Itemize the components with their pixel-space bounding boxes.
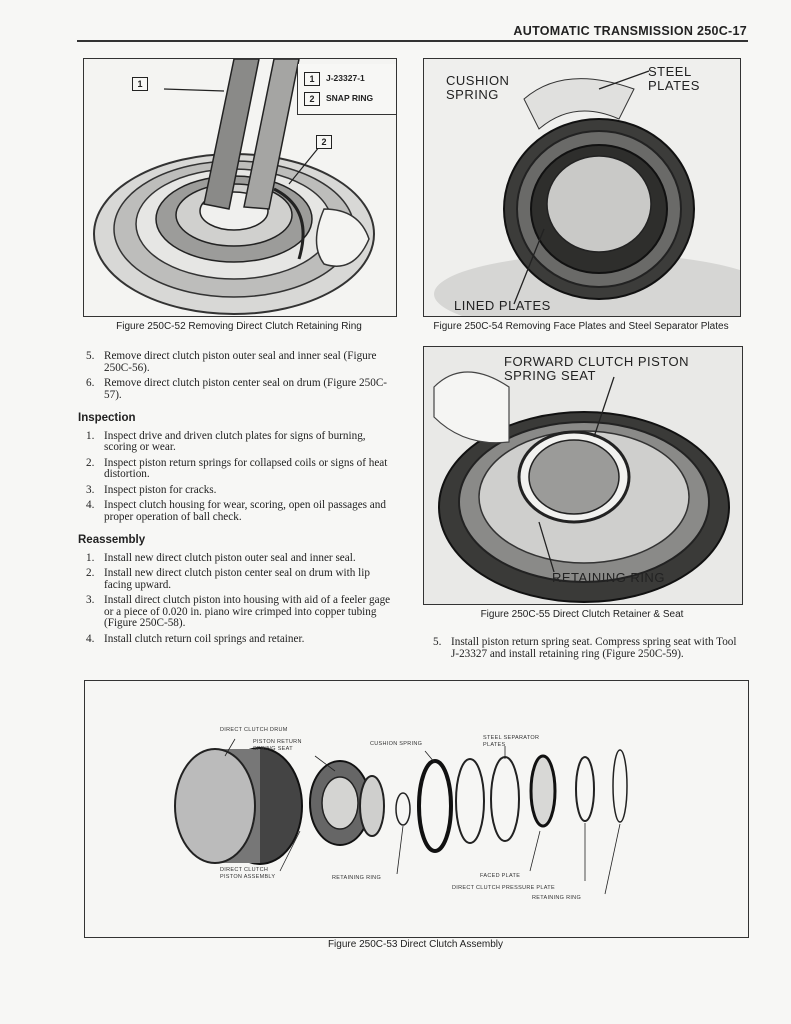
list-item: 5.Install piston return spring seat. Com…: [433, 636, 737, 660]
reassembly-heading: Reassembly: [78, 534, 146, 546]
spring-seat-illustration: [424, 347, 742, 604]
right-column-text: 5.Install piston return spring seat. Com…: [425, 636, 747, 664]
inspection-heading: Inspection: [78, 412, 136, 424]
figure-55-caption: Figure 250C-55 Direct Clutch Retainer & …: [480, 609, 684, 620]
faced-plate-label: FACED PLATE: [480, 873, 521, 879]
cushion-spring-label: CUSHION SPRING: [446, 73, 510, 102]
reassembly-list: 1.Install new direct clutch piston outer…: [78, 551, 396, 646]
list-item: 4.Inspect clutch housing for wear, scori…: [86, 499, 386, 523]
drum-label: DIRECT CLUTCH DRUM: [220, 727, 288, 733]
piston-assembly-label: DIRECT CLUTCH PISTON ASSEMBLY: [220, 867, 276, 880]
legend-number-1: 1: [304, 72, 320, 86]
steel-plates-label: STEEL PLATES: [648, 64, 700, 93]
list-item: 1.Install new direct clutch piston outer…: [86, 551, 356, 564]
figure-55-image: FORWARD CLUTCH PISTON SPRING SEAT RETAIN…: [423, 346, 743, 605]
figure-53-caption: Figure 250C-53 Direct Clutch Assembly: [327, 939, 504, 950]
figure-53-image: DIRECT CLUTCH DRUM PISTON RETURN SPRING …: [84, 680, 749, 938]
removal-steps-list: 5.Remove direct clutch piston outer seal…: [78, 350, 396, 401]
header-rule: [77, 40, 748, 42]
figure-54-image: CUSHION SPRING STEEL PLATES LINED PLATES: [423, 58, 741, 317]
callout-1-marker: 1: [132, 77, 148, 91]
list-item: 4.Install clutch return coil springs and…: [86, 632, 305, 645]
exploded-assembly-illustration: [85, 681, 748, 937]
piston-spring-seat-label: FORWARD CLUTCH PISTON SPRING SEAT: [504, 354, 690, 383]
retaining-ring-label: RETAINING RING: [552, 570, 665, 585]
page-header-title: AUTOMATIC TRANSMISSION 250C-17: [513, 24, 747, 38]
list-item: 2.Install new direct clutch piston cente…: [86, 567, 370, 591]
left-column-text: 5.Remove direct clutch piston outer seal…: [78, 350, 396, 649]
list-item: 5.Remove direct clutch piston outer seal…: [86, 350, 377, 374]
retaining-ring-2-label: RETAINING RING: [532, 895, 582, 901]
callout-legend: 1 J-23327-1 2 SNAP RING: [297, 64, 396, 115]
list-item: 1.Inspect drive and driven clutch plates…: [86, 429, 366, 453]
steel-plates-label: STEEL SEPARATOR PLATES: [483, 735, 540, 748]
cushion-label: CUSHION SPRING: [370, 741, 423, 747]
legend-snap-ring-label: SNAP RING: [326, 93, 374, 103]
legend-number-2: 2: [304, 92, 320, 106]
install-steps-list: 5.Install piston return spring seat. Com…: [425, 636, 747, 660]
callout-2-marker: 2: [316, 135, 332, 149]
figure-52-caption: Figure 250C-52 Removing Direct Clutch Re…: [116, 321, 362, 332]
clutch-plates-illustration: [424, 59, 740, 316]
pressure-plate-label: DIRECT CLUTCH PRESSURE PLATE: [452, 885, 555, 891]
list-item: 3.Install direct clutch piston into hous…: [86, 594, 391, 629]
lined-plates-label: LINED PLATES: [454, 298, 551, 313]
legend-tool-label: J-23327-1: [326, 73, 365, 83]
list-item: 6.Remove direct clutch piston center sea…: [86, 377, 388, 401]
inspection-list: 1.Inspect drive and driven clutch plates…: [78, 429, 396, 524]
list-item: 3.Inspect piston for cracks.: [86, 483, 217, 496]
list-item: 2.Inspect piston return springs for coll…: [86, 456, 388, 480]
retaining-ring-1-label: RETAINING RING: [332, 875, 382, 881]
figure-54-caption: Figure 250C-54 Removing Face Plates and …: [433, 321, 729, 332]
return-seat-label: PISTON RETURN SPRING SEAT: [253, 739, 302, 752]
figure-52-image: 1 2 1 J-23327-1 2 SNAP RING: [83, 58, 397, 317]
